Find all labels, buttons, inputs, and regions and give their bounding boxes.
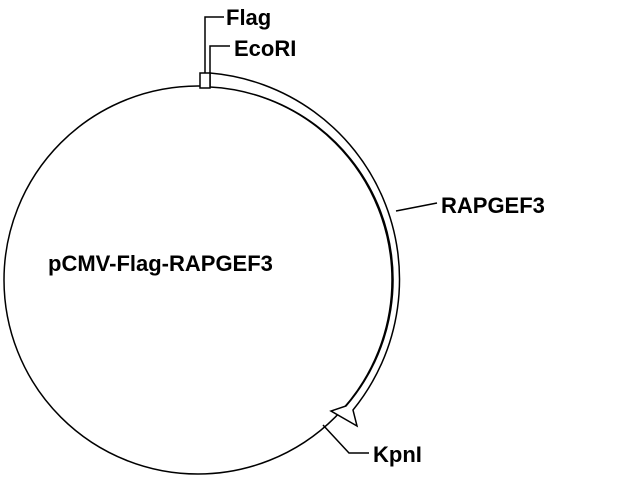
flag-tag-box — [199, 72, 211, 89]
kpni-label: KpnI — [373, 442, 422, 467]
rapgef3-label: RAPGEF3 — [441, 193, 545, 218]
ecori-label: EcoRI — [234, 36, 296, 61]
insert-arrow-rapgef3 — [209, 72, 401, 428]
flag-label: Flag — [226, 5, 271, 30]
flag-leader-line — [204, 16, 224, 73]
ecori-leader-line — [209, 45, 230, 73]
rapgef3-leader-line — [395, 202, 438, 212]
plasmid-name-label: pCMV-Flag-RAPGEF3 — [48, 251, 273, 276]
kpni-leader-line — [322, 424, 369, 454]
plasmid-backbone-circle — [3, 85, 393, 475]
